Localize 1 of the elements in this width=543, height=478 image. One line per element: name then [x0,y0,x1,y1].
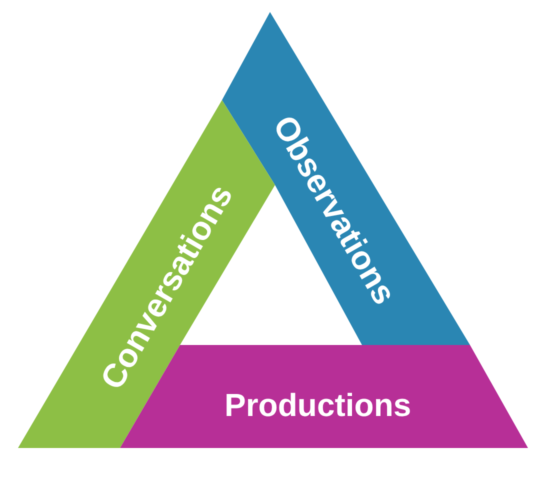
band-label: Productions [224,386,412,424]
